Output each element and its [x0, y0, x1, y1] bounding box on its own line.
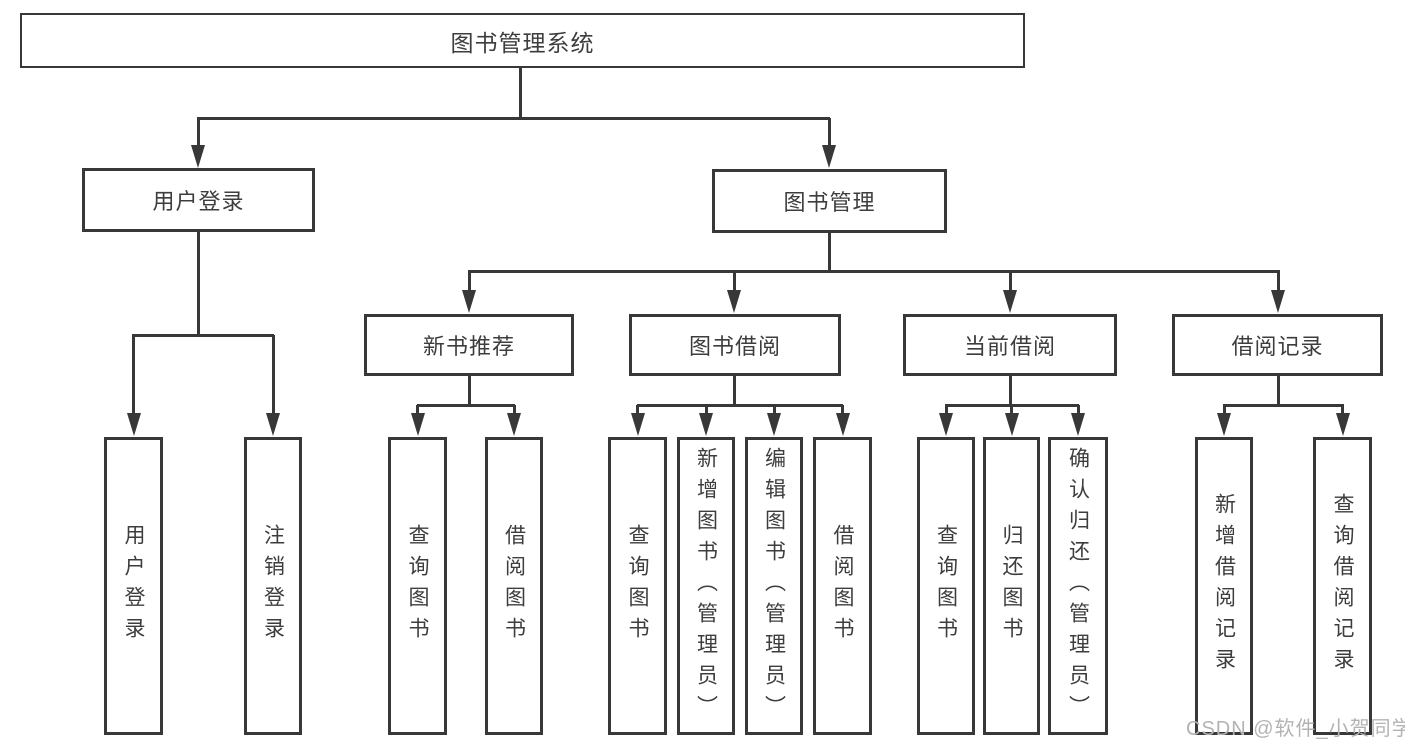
connector-line-vertical — [772, 405, 776, 417]
connector-line-horizontal — [197, 116, 830, 120]
node-recommend-borrow-book: 借阅图书 — [485, 437, 543, 735]
connector-line-vertical — [416, 405, 419, 417]
connector-line-vertical — [132, 335, 135, 414]
node-book-management: 图书管理 — [712, 169, 947, 233]
node-borrow-record: 借阅记录 — [1172, 314, 1383, 376]
connector-line-vertical — [1008, 376, 1012, 406]
connector-line-vertical — [196, 118, 200, 146]
arrowhead-icon — [1271, 290, 1285, 313]
connector-line-horizontal — [637, 403, 843, 407]
connector-line-vertical — [732, 376, 736, 406]
arrowhead-icon — [939, 413, 953, 436]
node-book-borrow: 图书借阅 — [629, 314, 841, 376]
node-borrow-borrow-book: 借阅图书 — [813, 437, 872, 735]
arrowhead-icon — [191, 145, 205, 168]
connector-line-vertical — [1276, 271, 1280, 291]
node-record-query-borrow-record: 查询借阅记录 — [1313, 437, 1372, 735]
node-new-book-recommend: 新书推荐 — [364, 314, 574, 376]
csdn-watermark: CSDN @软件_小贺同学 — [1186, 718, 1405, 740]
node-borrow-add-book-admin: 新增图书（管理员） — [677, 437, 735, 735]
connector-line-vertical — [1341, 405, 1344, 417]
arrowhead-icon — [1217, 413, 1231, 436]
arrowhead-icon — [630, 413, 645, 436]
connector-line-vertical — [827, 233, 831, 272]
connector-line-horizontal — [417, 403, 515, 407]
connector-line-vertical — [1076, 405, 1080, 417]
node-user-login-action: 用户登录 — [104, 437, 163, 735]
node-recommend-query-book: 查询图书 — [388, 437, 447, 735]
arrowhead-icon — [727, 290, 741, 313]
node-current-borrow: 当前借阅 — [903, 314, 1117, 376]
node-current-confirm-return-admin: 确认归还（管理员） — [1048, 437, 1108, 735]
connector-line-vertical — [636, 405, 639, 417]
node-current-return-book: 归还图书 — [983, 437, 1040, 735]
connector-line-horizontal — [132, 333, 274, 337]
arrowhead-icon — [266, 413, 280, 436]
arrowhead-icon — [699, 413, 713, 436]
arrowhead-icon — [1004, 413, 1019, 436]
arrowhead-icon — [1071, 413, 1085, 436]
node-library-system: 图书管理系统 — [20, 13, 1025, 68]
connector-line-vertical — [827, 118, 831, 146]
connector-line-vertical — [518, 68, 522, 118]
arrowhead-icon — [462, 290, 476, 313]
arrowhead-icon — [767, 413, 781, 436]
connector-line-vertical — [944, 405, 948, 417]
connector-line-vertical — [1222, 405, 1226, 417]
node-record-add-borrow-record: 新增借阅记录 — [1195, 437, 1253, 735]
arrowhead-icon — [835, 413, 850, 436]
arrowhead-icon — [410, 413, 425, 436]
connector-line-vertical — [512, 405, 516, 417]
connector-line-vertical — [467, 376, 471, 406]
arrowhead-icon — [1335, 413, 1350, 436]
connector-line-horizontal — [945, 403, 1079, 407]
connector-line-vertical — [841, 405, 844, 417]
connector-line-vertical — [704, 405, 708, 417]
connector-line-horizontal — [468, 269, 1280, 273]
connector-line-vertical — [1008, 271, 1012, 291]
connector-line-vertical — [271, 335, 275, 414]
node-borrow-edit-book-admin: 编辑图书（管理员） — [745, 437, 803, 735]
node-current-query-book: 查询图书 — [917, 437, 975, 735]
connector-line-vertical — [732, 271, 736, 291]
arrowhead-icon — [822, 145, 836, 168]
connector-line-vertical — [196, 232, 200, 336]
connector-line-horizontal — [1223, 403, 1344, 407]
node-user-login: 用户登录 — [82, 168, 315, 232]
node-borrow-query-book: 查询图书 — [608, 437, 667, 735]
node-logout-action: 注销登录 — [244, 437, 302, 735]
arrowhead-icon — [1003, 290, 1017, 313]
connector-line-vertical — [1276, 376, 1280, 406]
connector-line-vertical — [467, 271, 471, 291]
arrowhead-icon — [126, 413, 141, 436]
connector-line-vertical — [1010, 405, 1013, 417]
arrowhead-icon — [507, 413, 521, 436]
